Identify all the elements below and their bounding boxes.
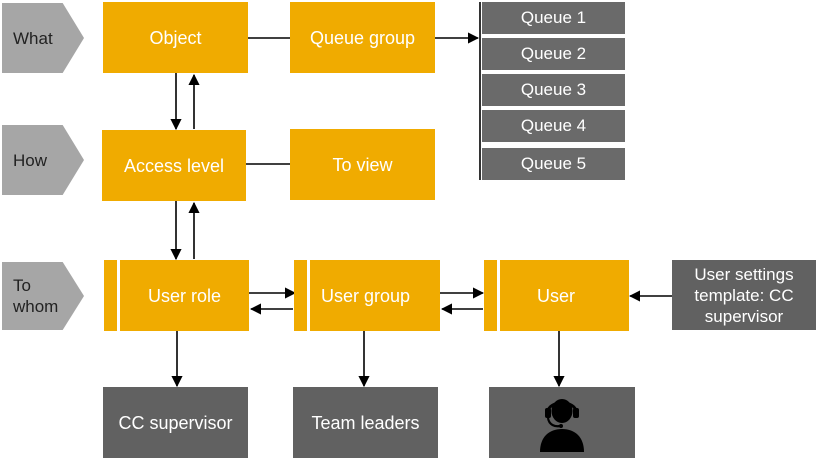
access-level-box: Access level: [102, 130, 246, 201]
to-view-label: To view: [332, 154, 393, 175]
row-label-what-text: What: [13, 28, 53, 48]
user-label: User: [537, 285, 576, 306]
access-level-label: Access level: [123, 155, 225, 176]
queue-group-box: Queue group: [290, 2, 435, 73]
queue-item-label: Queue 2: [520, 44, 587, 63]
user-group-label: User group: [321, 285, 411, 306]
user-strip: [484, 260, 497, 331]
object-label: Object: [149, 27, 202, 48]
user-role-strip: [104, 260, 117, 331]
queue-item-label: Queue 3: [520, 80, 587, 99]
user-group-box: User group: [310, 260, 440, 331]
user-role-label: User role: [147, 285, 222, 306]
queue-item-label: Queue 1: [520, 8, 587, 27]
queue-item-4: Queue 4: [482, 110, 625, 142]
row-label-how-text: How: [13, 150, 48, 170]
user-role-box: User role: [120, 260, 249, 331]
object-box: Object: [103, 2, 248, 73]
queue-item-label: Queue 5: [520, 154, 587, 173]
queue-item-label: Queue 4: [520, 116, 587, 135]
user-box: User: [500, 260, 629, 331]
row-label-to-whom-text: To whom: [13, 276, 59, 316]
cc-supervisor-box: CC supervisor: [103, 387, 248, 458]
to-view-box: To view: [290, 129, 435, 200]
headset-person-icon: [540, 398, 584, 452]
user-settings-template-box: User settings template: CC supervisor: [672, 260, 816, 330]
queue-item-2: Queue 2: [482, 38, 625, 70]
user-settings-template-label: User settings template: CC supervisor: [694, 264, 794, 326]
queue-item-1: Queue 1: [482, 2, 625, 34]
user-group-strip: [294, 260, 307, 331]
queue-item-5: Queue 5: [482, 148, 625, 180]
agent-box: [489, 387, 635, 458]
cc-supervisor-label: CC supervisor: [118, 412, 233, 433]
team-leaders-label: Team leaders: [311, 412, 420, 433]
queue-item-3: Queue 3: [482, 74, 625, 106]
team-leaders-box: Team leaders: [293, 387, 438, 458]
queue-group-label: Queue group: [309, 27, 416, 48]
